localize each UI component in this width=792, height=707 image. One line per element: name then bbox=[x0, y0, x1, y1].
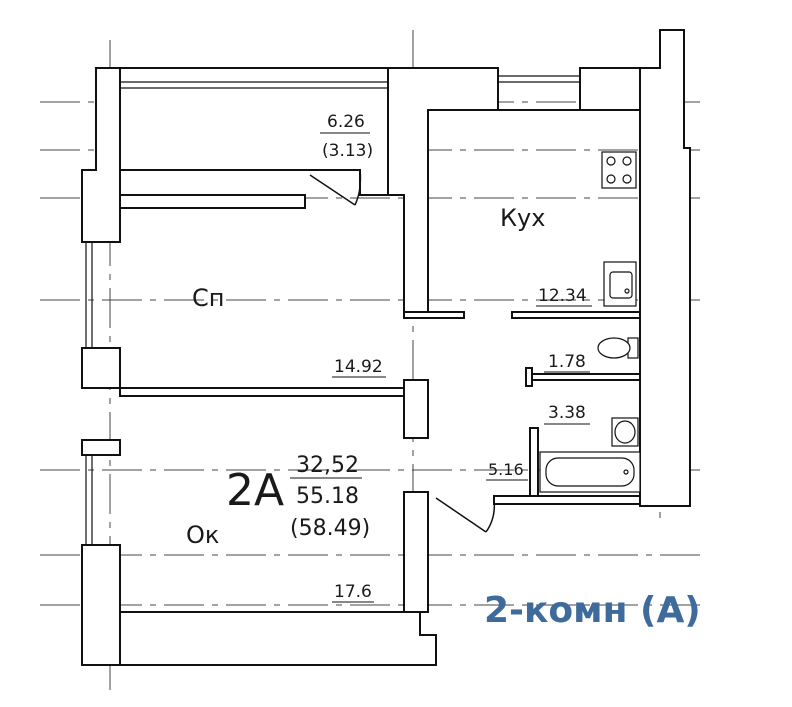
washbasin-icon bbox=[611, 417, 639, 447]
balcony-area: 6.26 bbox=[327, 112, 365, 132]
stove-icon bbox=[601, 151, 637, 189]
kitchen-label: Кух bbox=[500, 204, 545, 232]
total-area: 55.18 bbox=[296, 484, 359, 509]
bedroom-label: Сп bbox=[192, 284, 224, 312]
windows bbox=[85, 75, 580, 545]
bathtub-icon bbox=[539, 451, 641, 493]
sink-icon bbox=[603, 261, 637, 307]
kitchen-area: 12.34 bbox=[538, 286, 587, 306]
total-area-with-balcony: (58.49) bbox=[290, 516, 370, 541]
bath-area: 3.38 bbox=[548, 403, 586, 423]
living-room-label: Ок bbox=[186, 521, 219, 549]
toilet-icon bbox=[597, 337, 639, 359]
living-room-area: 17.6 bbox=[334, 582, 372, 602]
living-area-total: 32,52 bbox=[296, 453, 359, 478]
area-underlines bbox=[290, 132, 592, 603]
doors bbox=[309, 169, 496, 533]
plan-title: 2-комн (А) bbox=[484, 590, 701, 631]
hall-area: 5.16 bbox=[488, 460, 524, 479]
apartment-code: 2А bbox=[226, 465, 284, 516]
balcony-area-reduced: (3.13) bbox=[322, 141, 373, 161]
bedroom-area: 14.92 bbox=[334, 357, 383, 377]
wc-area: 1.78 bbox=[548, 352, 586, 372]
walls bbox=[81, 29, 691, 666]
